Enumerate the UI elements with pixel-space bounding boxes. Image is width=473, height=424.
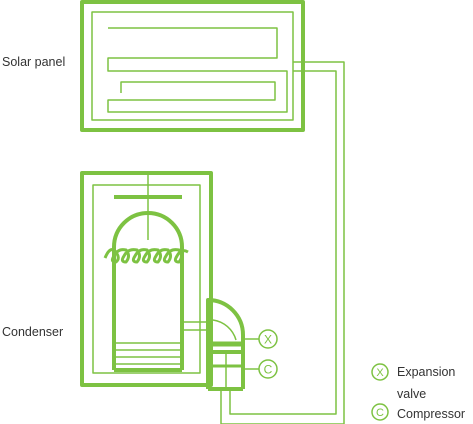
expansion-valve-symbol <box>258 329 278 349</box>
solar-panel-outer-frame <box>80 0 305 132</box>
compressor-symbol <box>258 359 278 379</box>
condenser-return-pipe <box>182 321 209 331</box>
compressor-dome <box>206 298 245 389</box>
condenser <box>80 171 213 387</box>
vapor-wave <box>103 248 189 264</box>
legend-compressor-icon <box>371 403 389 421</box>
legend-expansion-label-line2: valve <box>397 387 427 401</box>
solar-panel-inner-frame <box>91 11 294 121</box>
solar-panel-label: Solar panel <box>2 55 66 69</box>
legend-expansion-icon <box>371 363 389 381</box>
legend-expansion-label-line1: Expansion <box>397 365 456 379</box>
solar-panel <box>80 0 305 132</box>
legend-expansion-icon-letter: X <box>376 367 384 379</box>
legend-compressor-label: Compressor <box>397 407 466 421</box>
solar-panel-coil <box>107 27 288 113</box>
expansion-valve-symbol-letter: X <box>264 333 272 347</box>
compressor-dome-inner <box>212 319 237 341</box>
compressor-symbol-letter: C <box>264 363 273 377</box>
condenser-inner-frame <box>92 184 201 374</box>
pipe-outer <box>220 61 345 424</box>
condenser-outer-frame <box>80 171 213 387</box>
legend-compressor-icon-letter: C <box>376 407 384 419</box>
condenser-label: Condenser <box>2 325 64 339</box>
condenser-coil-lines <box>114 342 182 365</box>
pipe-inner <box>229 70 337 415</box>
refrigerant-pipes <box>220 61 345 424</box>
compressor-unit <box>206 298 259 391</box>
